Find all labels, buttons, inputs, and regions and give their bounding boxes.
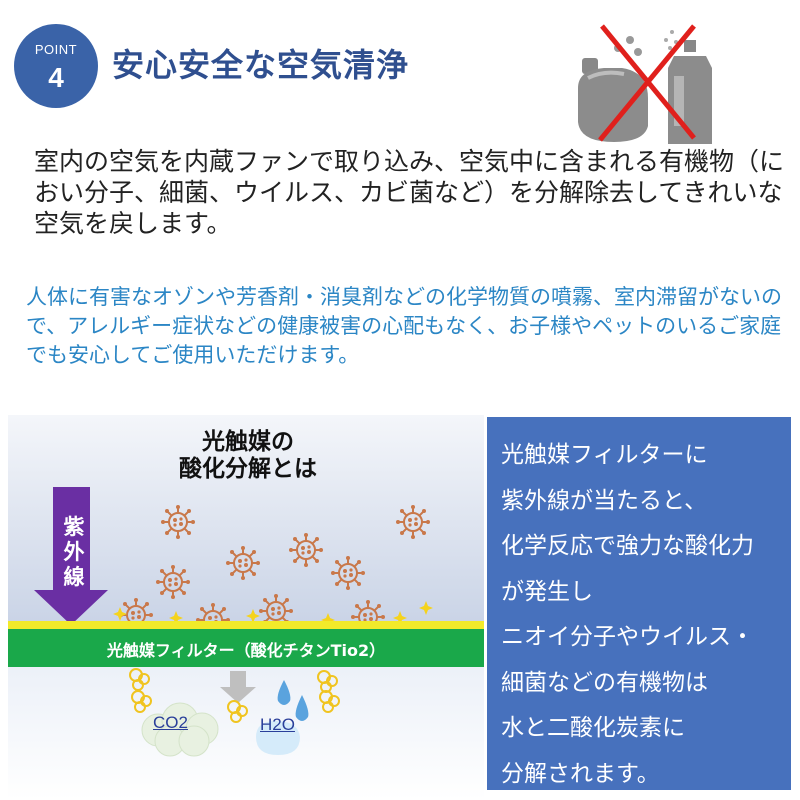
h2o-label: H2O [260, 715, 295, 734]
co2-label: CO2 [153, 713, 188, 732]
intro-paragraph: 室内の空気を内蔵ファンで取り込み、空気中に含まれる有機物（におい分子、細菌、ウイ… [34, 147, 785, 238]
point-badge-label: POINT [34, 42, 78, 57]
explanation-line: 分解されます。 [501, 760, 660, 787]
explanation-line: 紫外線が当たると、 [501, 487, 708, 514]
explanation-line: が発生し [501, 578, 593, 605]
explanation-line: 細菌などの有機物は [501, 669, 708, 696]
uv-arrow-label: 紫外線 [63, 515, 85, 589]
section-title: 安心安全な空気清浄 [112, 46, 410, 84]
no-aerosol-spray-icon [578, 24, 712, 144]
explanation-line: ニオイ分子やウイルス・ [501, 624, 754, 650]
diagram-title-line1: 光触媒の [202, 429, 294, 455]
diagram-title: 光触媒の 酸化分解とは [158, 429, 338, 483]
explanation-line: 光触媒フィルターに [501, 442, 708, 468]
diagram-graphic [8, 415, 484, 800]
safety-paragraph: 人体に有害なオゾンや芳香剤・消臭剤などの化学物質の噴霧、室内滞留がないので、アレ… [26, 285, 782, 367]
explanation-line: 化学反応で強力な酸化力 [501, 533, 754, 559]
point-badge-number: 4 [48, 62, 64, 93]
explanation-line: 水と二酸化炭素に [501, 715, 685, 741]
explanation-box: 光触媒フィルターに 紫外線が当たると、 化学反応で強力な酸化力 が発生し ニオイ… [487, 417, 791, 790]
filter-label: 光触媒フィルター（酸化チタンTio2） [106, 641, 386, 660]
diagram-title-line2: 酸化分解とは [179, 456, 317, 482]
photocatalyst-diagram: 光触媒の 酸化分解とは 紫外線 光触媒フィルター（酸化チタンTio2） CO2 … [8, 415, 484, 800]
point-badge: POINT 4 [14, 24, 98, 108]
